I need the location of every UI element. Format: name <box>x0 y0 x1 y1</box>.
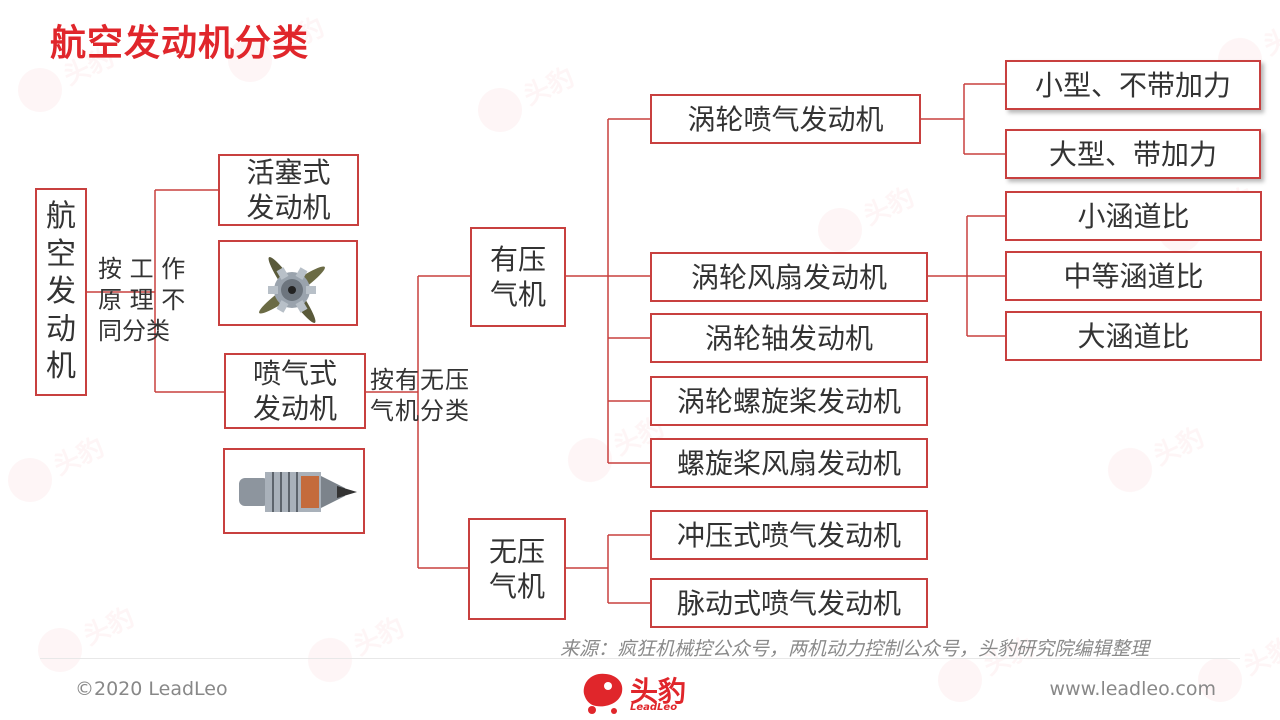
without-compressor-node: 无压 气机 <box>468 518 566 620</box>
propfan-node: 螺旋桨风扇发动机 <box>650 438 928 488</box>
jet-engine-node: 喷气式 发动机 <box>224 353 366 429</box>
turbojet-large-node: 大型、带加力 <box>1005 129 1261 179</box>
compressor-classification-label: 按有无压 气机分类 <box>370 366 470 425</box>
logo-subtext: LeadLeo <box>630 702 678 713</box>
leopard-icon <box>583 673 623 714</box>
bypass-small-node: 小涵道比 <box>1005 191 1262 241</box>
logo-text: 头豹 <box>630 675 687 708</box>
turbojet-small-node: 小型、不带加力 <box>1005 60 1261 110</box>
page-title: 航空发动机分类 <box>50 23 310 64</box>
turboprop-node: 涡轮螺旋桨发动机 <box>650 376 928 426</box>
bypass-large-node: 大涵道比 <box>1005 311 1262 361</box>
turboshaft-node: 涡轮轴发动机 <box>650 313 928 363</box>
principle-classification-label: 按 工 作 原 理 不 同分类 <box>98 255 186 345</box>
turbofan-node: 涡轮风扇发动机 <box>650 252 928 302</box>
footer-divider <box>40 658 1240 659</box>
turbojet-node: 涡轮喷气发动机 <box>650 94 921 144</box>
bypass-medium-node: 中等涵道比 <box>1005 251 1262 301</box>
source-note: 来源：疯狂机械控公众号，两机动力控制公众号，头豹研究院编辑整理 <box>560 638 1150 660</box>
pulsejet-node: 脉动式喷气发动机 <box>650 578 928 628</box>
website-link[interactable]: www.leadleo.com <box>1049 678 1216 700</box>
leadleo-logo: 头豹 LeadLeo <box>578 664 708 716</box>
with-compressor-node: 有压 气机 <box>470 227 566 327</box>
piston-engine-node: 活塞式 发动机 <box>218 154 359 226</box>
piston-engine-image <box>218 240 358 326</box>
root-node: 航空发动机 <box>35 188 87 396</box>
copyright: ©2020 LeadLeo <box>75 678 228 700</box>
ramjet-node: 冲压式喷气发动机 <box>650 510 928 560</box>
jet-engine-image <box>223 448 365 534</box>
